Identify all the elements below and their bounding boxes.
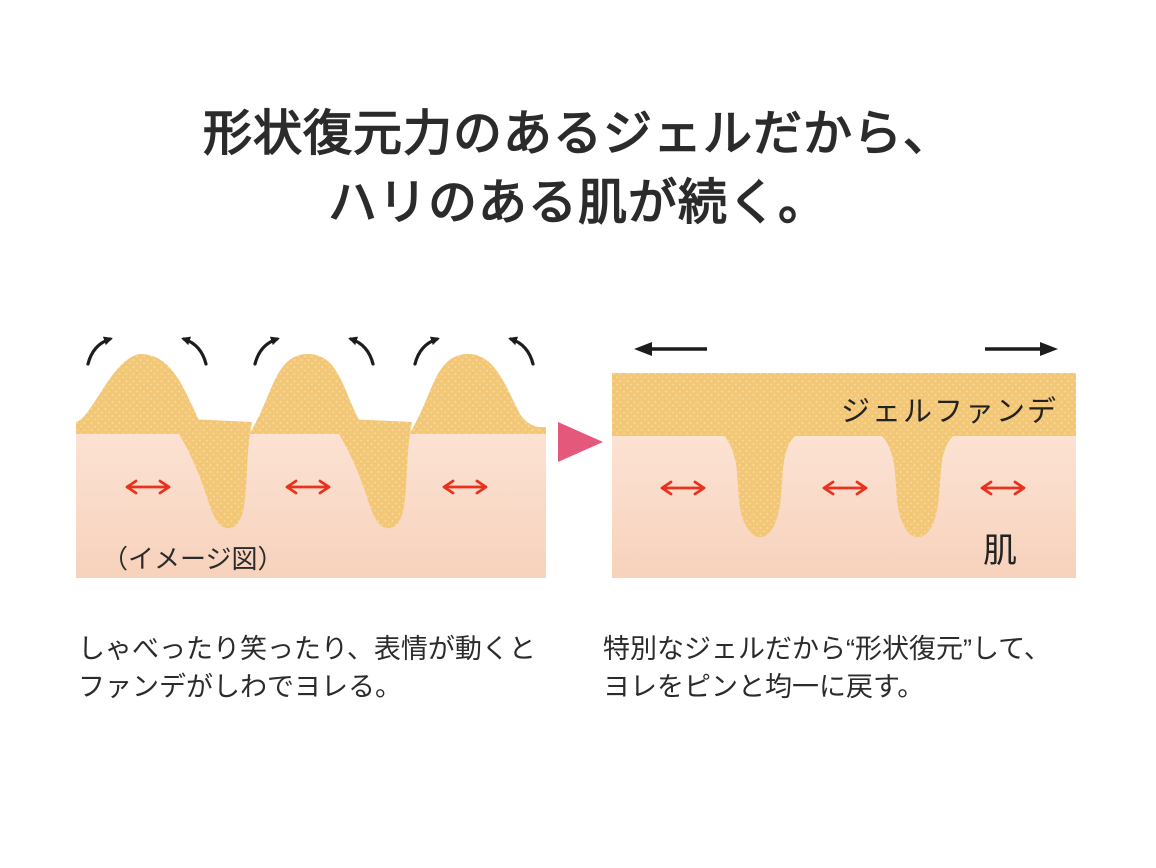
after-caption-line-1: 特別なジェルだから“形状復元”して、 [603,634,1051,664]
lift-arrow-icon [508,336,535,366]
skin-label: 肌 [983,532,1017,570]
release-arrow-icon-left [634,342,707,356]
lift-arrow-icon [86,336,113,366]
before-caption-line-1: しゃべったり笑ったり、表情が動くと [78,634,536,664]
foundation-layer-smooth [612,373,1076,436]
lift-arrow-icon [253,336,280,366]
filled-wrinkle-2 [866,428,970,537]
foundation-label: ジェルファンデ [840,396,1058,428]
wrinkle-fold-1 [168,418,252,529]
after-diagram-art [612,342,1076,578]
before-caption: しゃべったり笑ったり、表情が動くと ファンデがしわでヨレる。 [78,630,536,706]
filled-wrinkle-1 [708,428,812,537]
release-arrow-icons [634,342,1058,356]
before-diagram: （イメージ図） [76,330,546,580]
lift-arrow-icon [348,336,375,366]
after-caption-line-2: ヨレをピンと均一に戻す。 [603,672,925,702]
lift-arrow-icon [181,336,208,366]
before-diagram-art [76,336,546,578]
lift-arrow-icon [413,336,440,366]
before-caption-line-2: ファンデがしわでヨレる。 [78,672,402,702]
title-line-1: 形状復元力のあるジェルだから、 [202,107,953,161]
image-note-label: （イメージ図） [102,544,284,574]
wrinkle-fold-2 [328,418,412,529]
skin-layer [612,436,1076,578]
lift-arrow-icons [86,336,535,366]
after-diagram: ジェルファンデ 肌 [612,330,1076,580]
skin-layer [76,430,546,578]
title-line-2: ハリのある肌が続く。 [327,176,828,230]
release-arrow-icon-right [985,342,1058,356]
transition-arrow-icon [558,422,603,462]
page-title: 形状復元力のあるジェルだから、 ハリのある肌が続く。 [0,100,1156,238]
after-caption: 特別なジェルだから“形状復元”して、 ヨレをピンと均一に戻す。 [603,630,1051,706]
